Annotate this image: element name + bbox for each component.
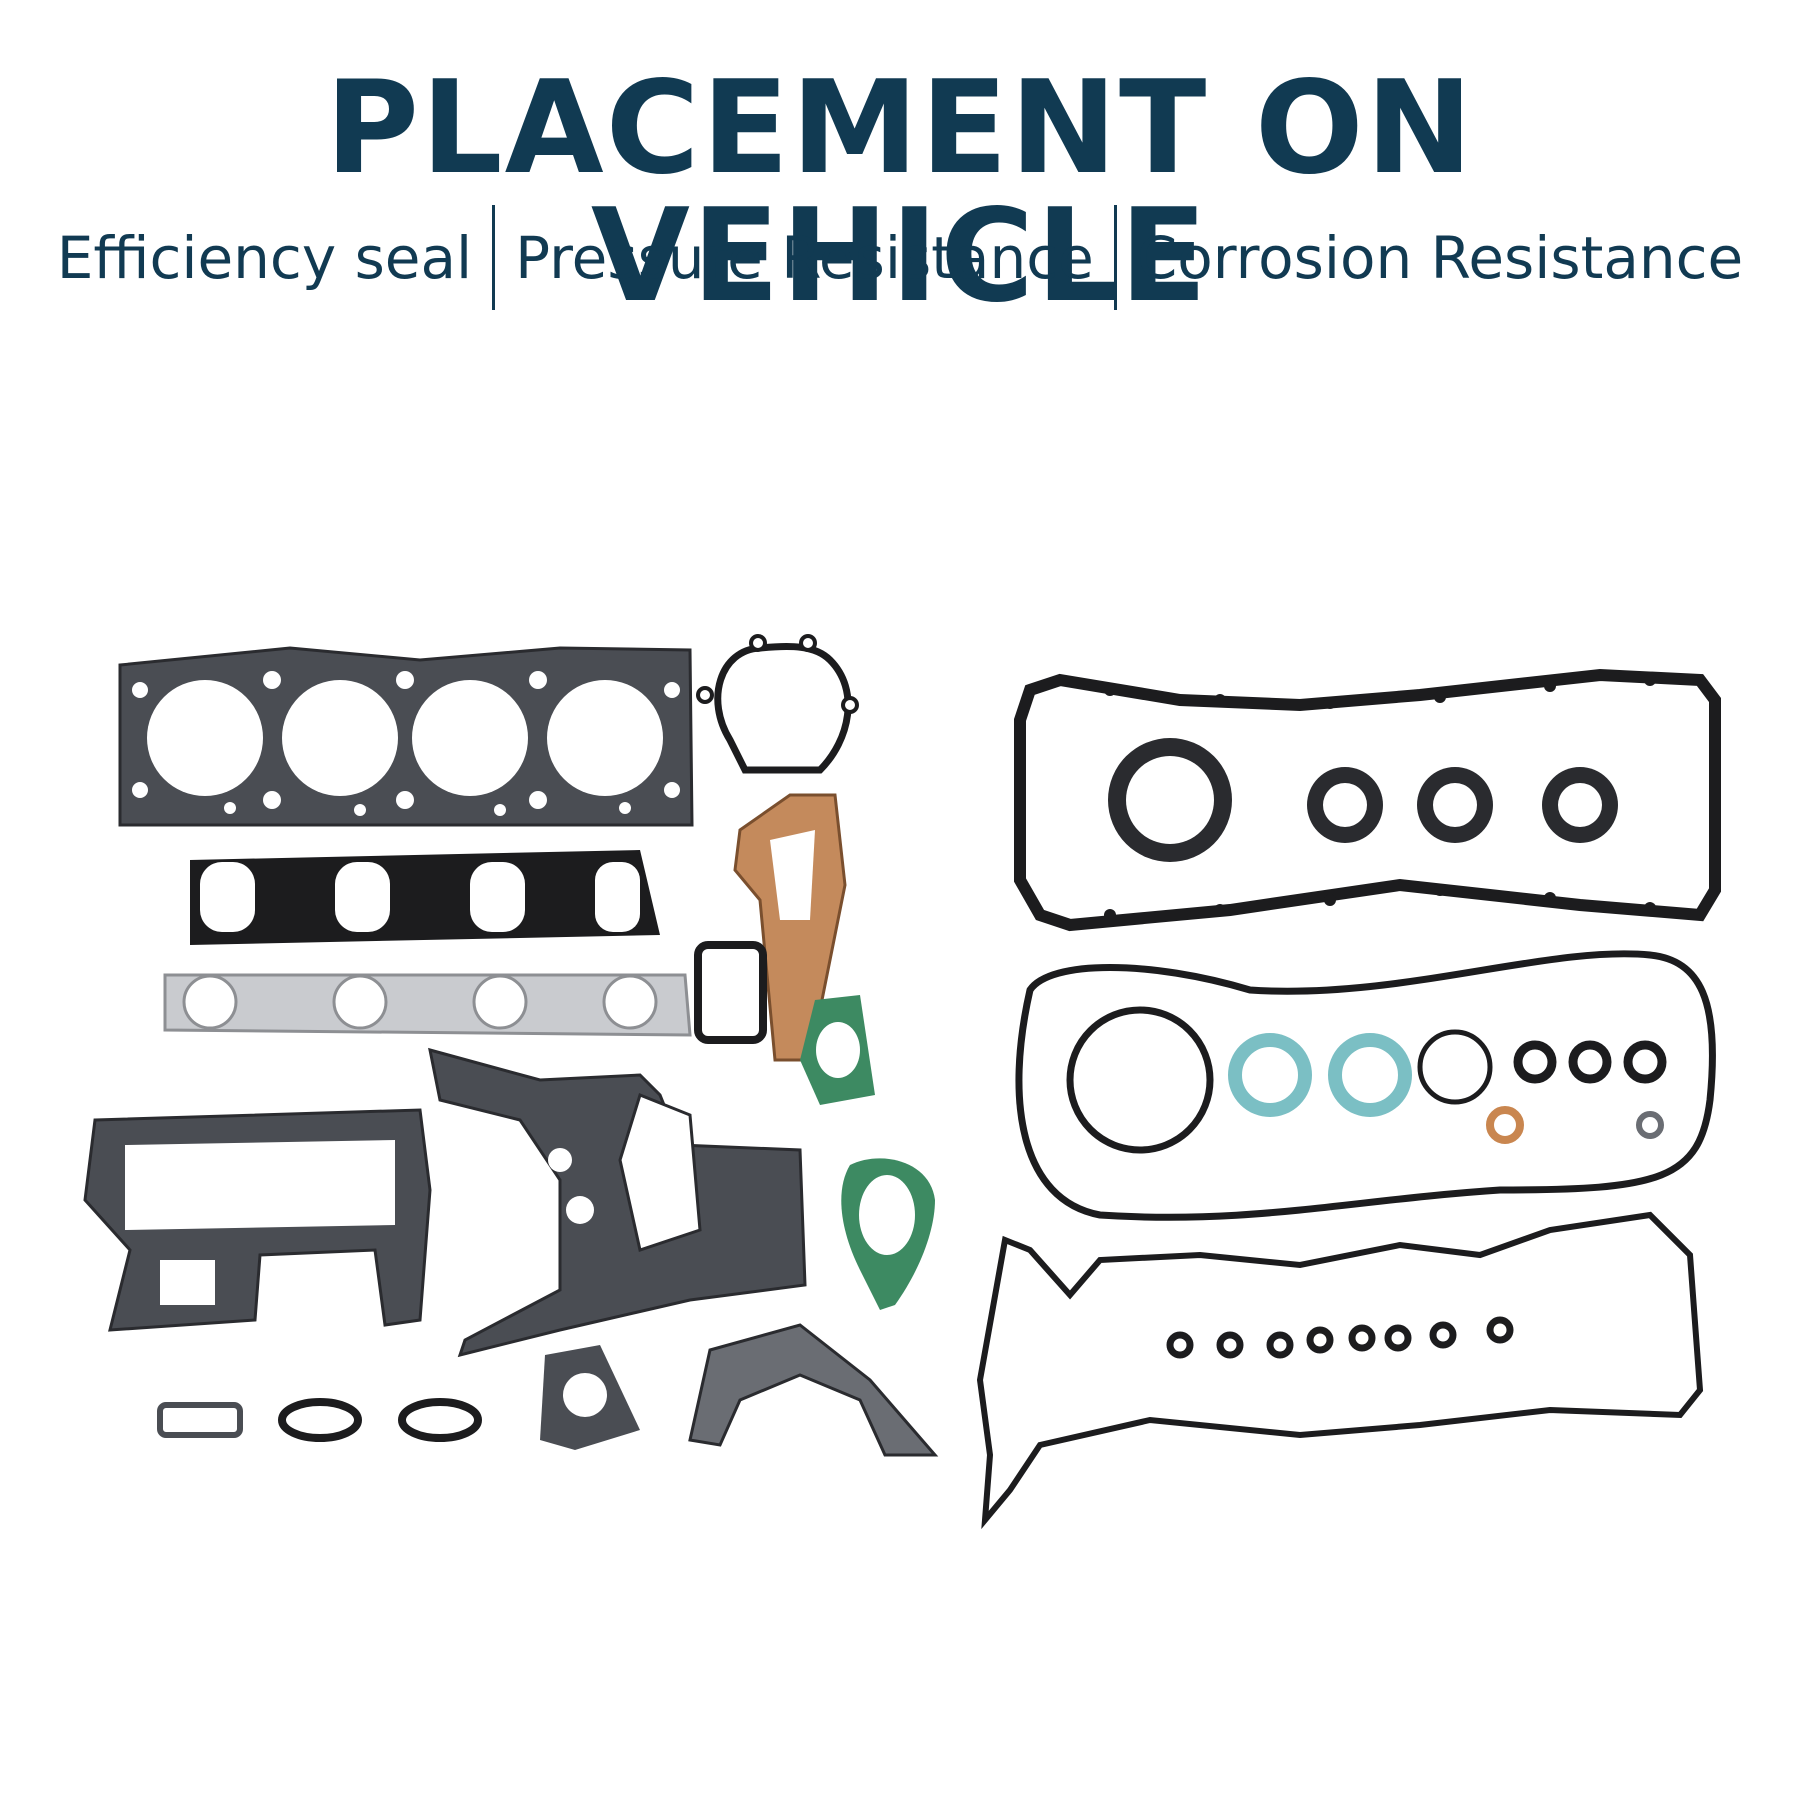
exhaust-manifold-gasket-icon bbox=[163, 973, 692, 1037]
feature-divider bbox=[492, 205, 496, 310]
water-pump-gasket-icon bbox=[696, 634, 859, 774]
rocker-cover-gasket-icon bbox=[1014, 668, 1721, 932]
small-gasket-icon bbox=[157, 1345, 640, 1450]
feature-2: Pressure Resistance bbox=[515, 223, 1094, 292]
timing-case-seal-icon bbox=[1015, 950, 1716, 1221]
fiber-gasket-icon bbox=[733, 793, 847, 1062]
oil-seal-icon bbox=[1108, 738, 1618, 862]
gasket-kit-image bbox=[83, 634, 1721, 1530]
page-title: PLACEMENT ON VEHICLE bbox=[325, 54, 1475, 331]
oil-pan-gasket-icon bbox=[83, 1108, 432, 1332]
feature-3: Corrosion Resistance bbox=[1136, 223, 1744, 292]
thermostat-gasket-icon bbox=[694, 941, 767, 1044]
o-ring-icon bbox=[1066, 1006, 1667, 1154]
feature-strip: Efficiency seal Pressure Resistance Corr… bbox=[0, 205, 1800, 310]
valve-stem-seal-icon bbox=[1166, 1316, 1514, 1359]
feature-divider bbox=[1113, 205, 1117, 310]
green-gasket-icon bbox=[800, 995, 935, 1310]
rear-seal-retainer-icon bbox=[688, 1323, 939, 1457]
timing-cover-gasket-icon bbox=[428, 1047, 807, 1358]
feature-1: Efficiency seal bbox=[56, 223, 473, 292]
valve-cover-gasket-icon bbox=[976, 1211, 1704, 1530]
head-gasket-icon bbox=[118, 646, 694, 827]
intake-manifold-gasket-icon bbox=[190, 850, 660, 945]
